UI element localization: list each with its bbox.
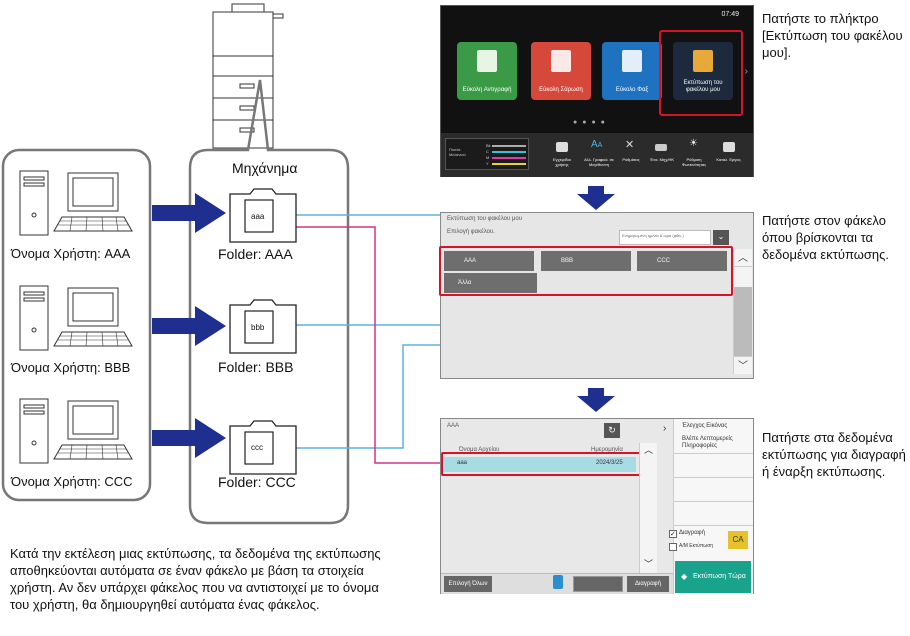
image-check-button[interactable]: Έλεγχος Εικόνας — [682, 423, 728, 429]
print-now-button[interactable]: ◆ Εκτύπωση Τώρα — [675, 561, 751, 593]
printer-illustration — [212, 3, 284, 149]
file-scrollbar[interactable]: ︿ ﹀ — [639, 443, 657, 573]
expand-panel-icon[interactable]: › — [663, 423, 667, 434]
scroll-up-icon[interactable]: ︿ — [643, 445, 653, 455]
user-label-aaa: Όνομα Χρήστη: AAA — [11, 246, 131, 261]
column-date[interactable]: Ημερομηνία — [591, 447, 623, 453]
settings-icon[interactable]: ✕ — [625, 139, 635, 151]
bw-print-label: Α/Μ Εκτύπωση — [679, 543, 713, 549]
file-row[interactable]: aaa 2024/3/25 — [443, 457, 636, 472]
select-all-button[interactable]: Επιλογή Όλων — [444, 576, 492, 592]
folder-name: AAA — [447, 423, 460, 429]
highlight-print-my-folder — [659, 30, 743, 116]
highlight-folders — [439, 246, 733, 296]
column-file-name[interactable]: Όνομα Αρχείου — [459, 447, 500, 453]
screen-subtitle: Επιλογή φακέλου. — [447, 229, 495, 235]
page-dots: ●●●● — [573, 119, 610, 126]
machine-callout — [188, 79, 350, 525]
ca-button[interactable]: CA — [728, 531, 748, 549]
folder-file-bbb: bbb — [251, 323, 265, 332]
keyboard-icon[interactable] — [655, 144, 667, 151]
scroll-up-icon[interactable]: ︿ — [734, 249, 752, 267]
folder-file-aaa: aaa — [251, 212, 265, 221]
manual-icon[interactable] — [556, 142, 568, 152]
tile-print-my-folder[interactable]: Εκτύπωση του φακέλου μου — [673, 42, 733, 100]
delete-button[interactable]: Διαγραφή — [627, 576, 669, 592]
copy-icon — [477, 50, 497, 72]
instruction-step-3: Πατήστε στα δεδομένα εκτύπωσης για διαγρ… — [762, 430, 906, 479]
brightness-icon[interactable]: ☀ — [689, 138, 698, 149]
scroll-down-icon[interactable]: ﹀ — [734, 356, 752, 374]
highlight-file-row — [441, 452, 641, 476]
tile-easy-scan[interactable]: Εύκολη Σάρωση — [531, 42, 591, 100]
scrollbar[interactable]: ︿ ﹀ — [733, 249, 752, 374]
scroll-thumb[interactable] — [734, 287, 752, 357]
folder-print-icon — [693, 50, 713, 72]
computer-icon — [19, 398, 133, 464]
folder-icon — [229, 188, 297, 243]
jobs-icon[interactable] — [723, 142, 735, 152]
folder-button-other[interactable]: Άλλα — [444, 273, 537, 293]
toner-cup-icon — [553, 575, 563, 589]
tile-easy-copy[interactable]: Εύκολη Αντιγραφή — [457, 42, 517, 100]
next-page-icon[interactable]: › — [744, 66, 748, 77]
folder-label-aaa: Folder: AAA — [218, 246, 293, 262]
file-list-screen: AAA ↻ Όνομα Αρχείου Ημερομηνία aaa 2024/… — [440, 418, 754, 594]
sort-select[interactable]: Ενημερωμένη ημ/νία & ώρα (φθιν.) — [619, 230, 711, 245]
print-start-icon: ◆ — [681, 572, 688, 581]
delete-checkbox[interactable]: ✓ — [669, 530, 677, 538]
delete-after-print-label: Διαγραφή — [679, 530, 705, 536]
screen-title: Εκτύπωση του φακέλου μου — [447, 216, 522, 222]
details-button[interactable]: Βλέπε Λεπτομερείς Πληροφορίες — [682, 436, 733, 449]
scroll-down-icon[interactable]: ﹀ — [643, 559, 653, 569]
folder-icon — [229, 420, 297, 475]
footer-note: Κατά την εκτέλεση μιας εκτύπωσης, τα δεδ… — [10, 546, 381, 612]
font-size-icon[interactable]: AA — [591, 139, 603, 150]
stepper-field[interactable] — [573, 576, 623, 592]
folder-label-bbb: Folder: BBB — [218, 359, 294, 375]
fax-icon — [622, 50, 642, 72]
flow-arrows — [152, 186, 615, 458]
instruction-step-2: Πατήστε στον φάκελο όπου βρίσκονται τα δ… — [762, 213, 890, 262]
computer-icon — [19, 285, 133, 351]
users-panel-outline — [1, 148, 152, 502]
pink-link — [277, 226, 443, 464]
scan-icon — [551, 50, 571, 72]
machine-title: Μηχάνημα — [232, 160, 298, 176]
sort-dropdown-button[interactable]: ⌄ — [713, 230, 729, 245]
user-label-bbb: Όνομα Χρήστη: BBB — [11, 360, 131, 375]
instruction-step-1: Πατήστε το πλήκτρο [Εκτύπωση του φακέλου… — [762, 11, 903, 60]
refresh-icon[interactable]: ↻ — [604, 423, 620, 438]
folder-button-ccc[interactable]: CCC — [637, 251, 727, 271]
computer-icon — [19, 170, 133, 236]
folder-button-aaa[interactable]: AAA — [444, 251, 534, 271]
clock: 07:49 — [721, 11, 739, 18]
folder-select-screen: Εκτύπωση του φακέλου μου Επιλογή φακέλου… — [439, 212, 754, 379]
folder-icon — [229, 299, 297, 354]
tile-easy-fax[interactable]: Εύκολο Φαξ — [602, 42, 662, 100]
folder-file-ccc: ccc — [251, 443, 263, 452]
folder-button-bbb[interactable]: BBB — [541, 251, 631, 271]
bw-checkbox[interactable] — [669, 543, 677, 551]
home-screen: 07:49 Εύκολη Αντιγραφή Εύκολη Σάρωση Εύκ… — [440, 5, 754, 177]
folder-label-ccc: Folder: CCC — [218, 474, 296, 490]
user-label-ccc: Όνομα Χρήστη: CCC — [11, 474, 133, 489]
